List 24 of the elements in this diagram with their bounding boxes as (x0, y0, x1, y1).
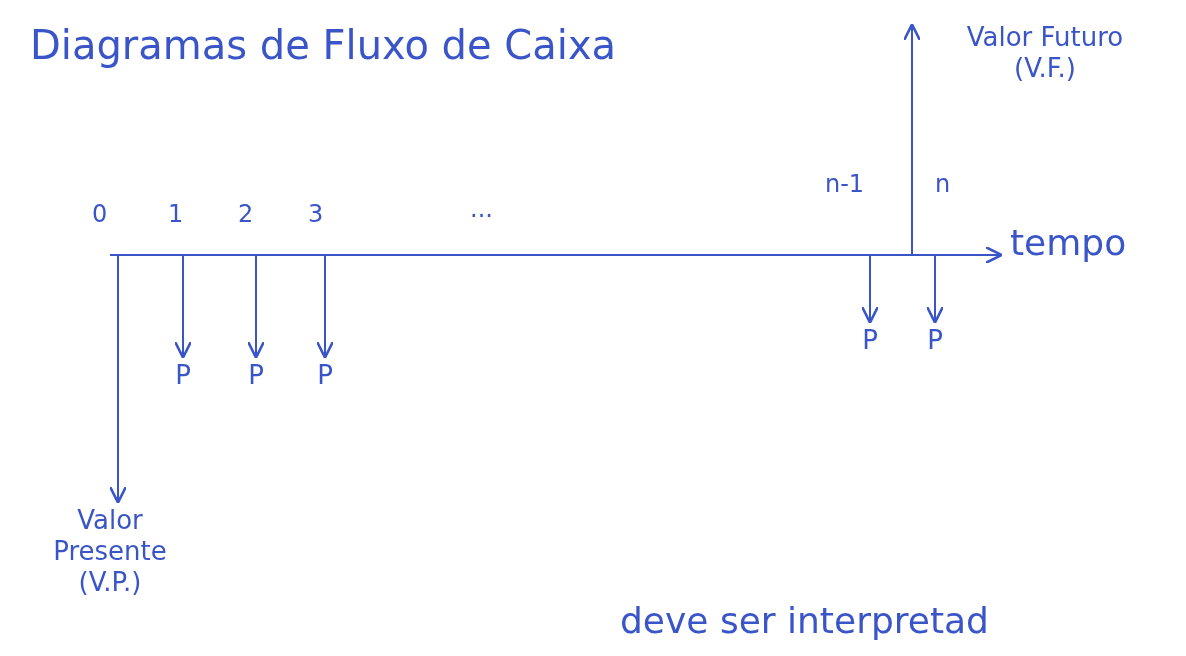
tick-label: 1 (168, 200, 184, 228)
axis-label: tempo (1010, 222, 1127, 263)
tick-label: n-1 (825, 170, 865, 198)
tick-label: 2 (238, 200, 254, 228)
cash-flow-arrow (246, 254, 266, 359)
tick-label: n (935, 170, 951, 198)
ellipsis-mark: ... (470, 195, 493, 223)
cash-flow-arrow (860, 254, 880, 324)
tick-label: 3 (308, 200, 324, 228)
value-label: P (312, 360, 338, 392)
value-label: Valor Futuro (V.F.) (945, 22, 1145, 85)
cash-flow-arrow (315, 254, 335, 359)
note-text: deve ser interpretad (620, 600, 989, 641)
value-label: P (857, 325, 883, 357)
title-text: Diagramas de Fluxo de Caixa (30, 22, 617, 68)
value-label: P (170, 360, 196, 392)
cash-flow-arrow (108, 254, 128, 504)
cash-flow-arrow (902, 23, 922, 256)
cash-flow-arrow (173, 254, 193, 359)
cash-flow-arrow (925, 254, 945, 324)
value-label: Valor Presente (V.P.) (20, 505, 200, 599)
tick-label: 0 (92, 200, 108, 228)
value-label: P (243, 360, 269, 392)
value-label: P (922, 325, 948, 357)
